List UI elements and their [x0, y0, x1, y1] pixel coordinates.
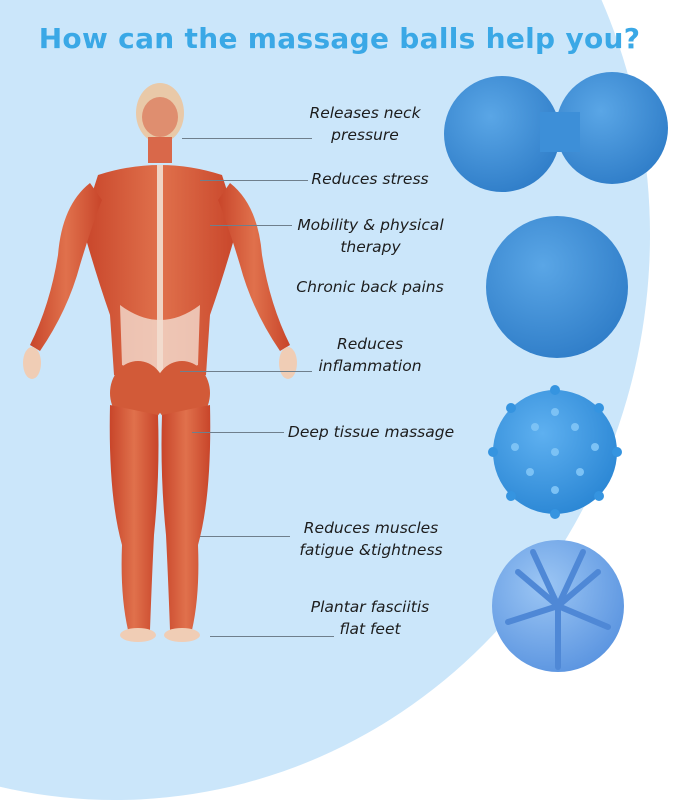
benefit-label: Reduces stress: [311, 170, 429, 188]
benefit-label: Chronic back pains: [296, 278, 444, 296]
leader-line: [200, 536, 290, 537]
peanut-massage-ball-icon: [444, 72, 668, 192]
textured-massage-ball-icon: [492, 540, 624, 672]
leader-line: [200, 180, 308, 181]
page-title: How can the massage balls help you?: [38, 22, 641, 55]
leader-line: [180, 371, 312, 372]
muscle-anatomy-figure-icon: [23, 83, 297, 642]
benefit-label: Deep tissue massage: [287, 423, 455, 441]
spiky-massage-ball-icon: [488, 385, 622, 519]
smooth-massage-ball-icon: [486, 216, 628, 358]
leader-line: [182, 138, 312, 139]
leader-line: [210, 225, 292, 226]
leader-line: [210, 636, 334, 637]
leader-line: [192, 432, 284, 433]
